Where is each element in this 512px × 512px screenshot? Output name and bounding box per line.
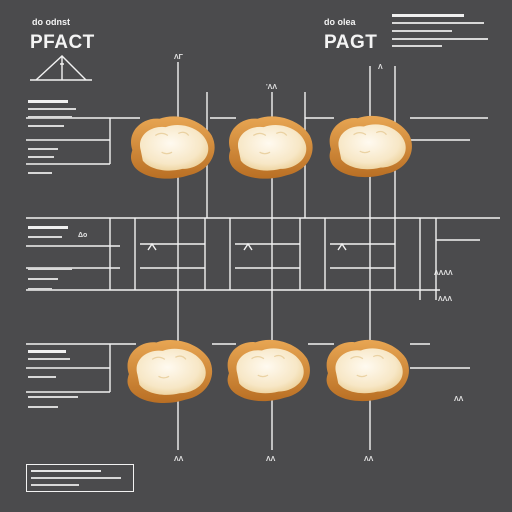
right-mark-mid: ΛΛΛΛ: [434, 270, 453, 277]
bottom-mark-1: ΛΛ: [174, 456, 184, 463]
bread-roll-icon: [228, 115, 314, 180]
left-title-small: do odnst: [32, 17, 70, 27]
note-block-left-bottom: [28, 350, 88, 412]
note-block-left-mid: [28, 226, 88, 296]
axis-mark-mid: ʹΛΛ: [266, 84, 278, 91]
bread-roll-icon: [226, 339, 311, 402]
mid-mark-left: Δo: [78, 232, 88, 239]
bread-row-bottom: [126, 339, 410, 404]
bread-roll-icon: [126, 339, 213, 404]
bottom-mark-3: ΛΛ: [364, 456, 374, 463]
right-mark-low: ΛΛΛ: [438, 296, 453, 303]
axis-mark-left: ΛΓ: [174, 54, 183, 61]
bottom-mark-2: ΛΛ: [266, 456, 276, 463]
right-title-small: do olea: [324, 17, 356, 27]
bread-roll-icon: [130, 115, 216, 180]
right-mark-end: ΛΛ: [454, 396, 464, 403]
legend-box: [26, 464, 134, 492]
bread-roll-icon: [328, 115, 413, 178]
axis-mark-right: Λ: [378, 64, 383, 71]
note-block-top-right: [392, 14, 492, 48]
bread-row-top: [130, 115, 413, 180]
right-title: PAGT: [324, 32, 378, 53]
note-block-left-top: [28, 100, 78, 180]
bread-roll-icon: [325, 339, 410, 402]
left-title: PFACT: [30, 32, 95, 53]
